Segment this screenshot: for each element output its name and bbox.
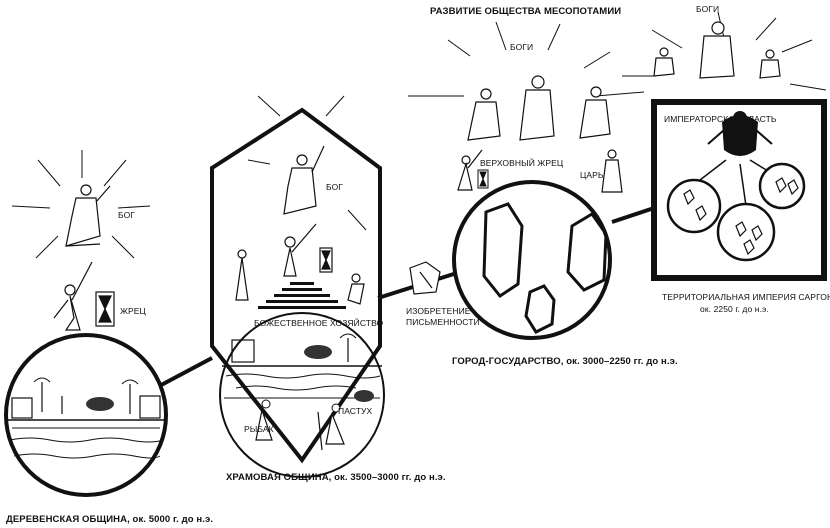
empire-caption-line2: ок. 2250 г. до н.э. [700,304,769,314]
temple-economy-label: БОЖЕСТВЕННОЕ ХОЗЯЙСТВО [254,317,384,328]
writing-label-line2: ПИСЬМЕННОСТИ [406,317,480,327]
village-stage: БОГ ЖРЕЦ ДЕРЕВЕНСКАЯ ОБЩИНА, ок. 5000 г. [4,150,213,525]
village-caption: ДЕРЕВЕНСКАЯ ОБЩИНА, ок. 5000 г. до н.э. [6,514,213,525]
village-priest-label: ЖРЕЦ [120,306,146,316]
city-stage: РАЗВИТИЕ ОБЩЕСТВА МЕСОПОТАМИИ БОГИ [408,6,678,367]
worker-figures [235,249,365,305]
priest-figure [53,261,93,331]
city-hourglass-icon [477,169,489,189]
god-figure [65,184,111,247]
temple-circle [219,312,385,478]
high-priest-label: ВЕРХОВНЫЙ ЖРЕЦ [480,157,564,168]
temple-caption: ХРАМОВАЯ ОБЩИНА, ок. 3500–3000 гг. до н.… [226,472,446,483]
city-gods-label: БОГИ [510,42,533,52]
empire-gods-label: БОГИ [696,4,719,14]
city-caption: ГОРОД-ГОСУДАРСТВО, ок. 3000–2250 гг. до … [452,356,678,367]
writing-invention: ИЗОБРЕТЕНИЕ ПИСЬМЕННОСТИ [406,261,480,327]
village-circle [4,333,168,497]
temple-god-figure [283,145,325,215]
hourglass-icon [95,291,115,327]
king-label: ЦАРЬ [580,170,604,180]
eagle-icon [707,111,773,156]
temple-fisher-label: РЫБАК [244,424,274,434]
village-god-label: БОГ [118,210,135,220]
empire-gods-figures [653,21,781,79]
writing-label-line1: ИЗОБРЕТЕНИЕ [406,306,471,316]
ziggurat [258,282,346,309]
empire-cities [666,159,806,262]
high-priest-figure [457,149,483,191]
connector-city-empire [611,206,655,224]
temple-god-label: БОГ [326,182,343,192]
temple-hexagon [210,107,382,464]
empire-stage: БОГИ ИМПЕРАТОРСКАЯ ВЛАСТЬ ТЕРРИ [622,4,830,314]
temple-stage: БОГ БОЖЕСТВЕННОЕ ХОЗЯЙСТВО [210,95,446,483]
king-figure [601,149,623,193]
diagram-title: РАЗВИТИЕ ОБЩЕСТВА МЕСОПОТАМИИ [430,6,621,17]
scribe-hand-icon [409,261,441,295]
imperial-power-label: ИМПЕРАТОРСКАЯ ВЛАСТЬ [664,114,777,124]
city-gods-figures [467,75,611,141]
temple-shepherd-label: ПАСТУХ [338,406,373,416]
empire-caption-line1: ТЕРРИТОРИАЛЬНАЯ ИМПЕРИЯ САРГОНА, [662,292,830,302]
temple-hourglass-icon [319,247,333,273]
city-circle [452,180,612,340]
temple-priest-figure [283,223,317,277]
